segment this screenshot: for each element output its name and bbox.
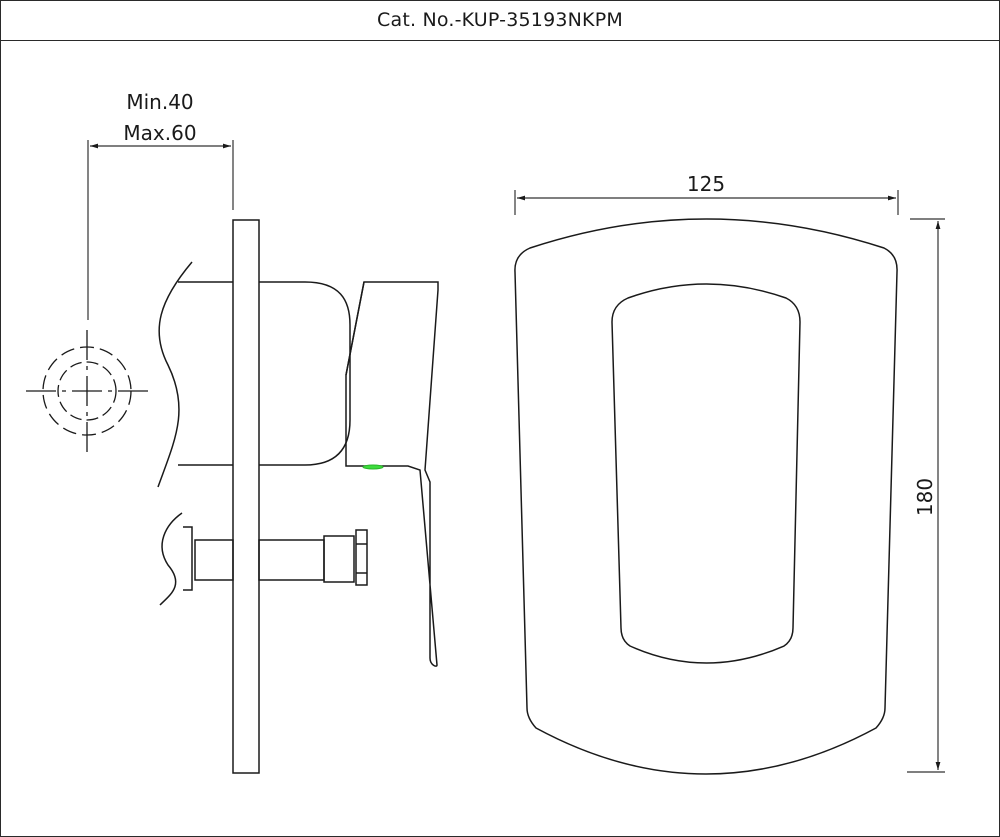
lever-handle <box>345 281 439 667</box>
width-dimension: 125 <box>514 172 899 215</box>
front-view: 125 180 <box>514 172 945 775</box>
height-label: 180 <box>913 478 937 516</box>
min-depth-label: Min.40 <box>126 90 193 114</box>
valve-body-edge <box>178 281 233 466</box>
cover-plate <box>514 218 898 775</box>
catalog-number: Cat. No.-KUP-35193NKPM <box>377 9 623 31</box>
height-dimension: 180 <box>907 218 945 773</box>
handle-recess <box>611 283 801 664</box>
wall-depth-dimension: Min.40 Max.60 <box>87 90 234 320</box>
indicator-marker <box>362 464 384 470</box>
side-view: Min.40 Max.60 <box>26 90 439 774</box>
wall-plate <box>232 219 260 774</box>
pipe-section-symbol <box>26 330 148 452</box>
wall-break-upper <box>157 261 193 488</box>
handle-hub <box>259 281 351 466</box>
title-block: Cat. No.-KUP-35193NKPM <box>0 0 1000 41</box>
width-label: 125 <box>687 172 725 196</box>
max-depth-label: Max.60 <box>123 121 196 145</box>
wall-break-lower <box>159 512 183 606</box>
diverter-stem <box>183 526 368 591</box>
